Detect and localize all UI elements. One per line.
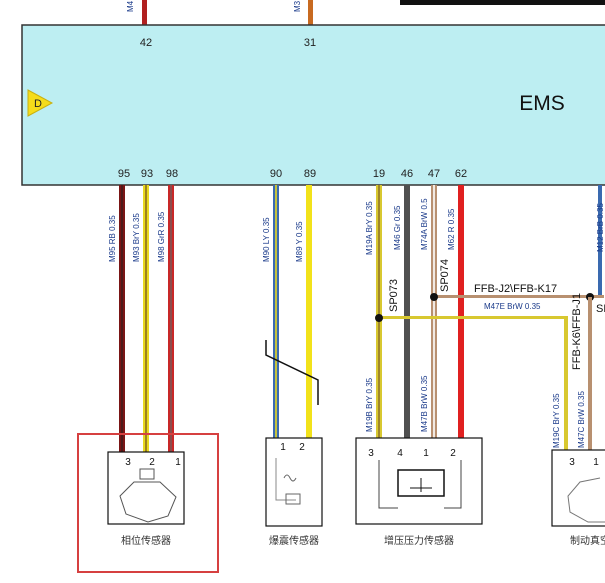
connector-brake: 3 1 制动真空	[551, 449, 605, 547]
connector-brake-pin-3: 3	[569, 457, 575, 468]
connector-boost: 3 4 1 2 增压压力传感器	[355, 437, 483, 547]
wire-label-62: M62 R 0.35	[447, 208, 456, 250]
ems-name: EMS	[519, 92, 565, 115]
wire-label-89: M89 Y 0.35	[295, 221, 304, 262]
ems-marker-label: D	[34, 98, 42, 110]
connector-phase-box	[107, 451, 185, 525]
splice-sp074-dot	[430, 293, 438, 301]
wire-89	[306, 185, 312, 455]
connector-knock: 1 2 爆震传感器	[265, 437, 323, 547]
connector-phase-pin-3: 3	[125, 457, 131, 468]
ems-marker-triangle	[27, 89, 54, 117]
highlight-box	[77, 433, 219, 573]
brake-sensor-body	[567, 477, 605, 523]
connector-phase: 3 2 1 相位传感器	[107, 451, 185, 547]
splice-sp206-label: SP206	[596, 303, 605, 315]
connector-phase-pin-2: 2	[149, 457, 155, 468]
wire-46	[404, 185, 410, 455]
wire-label-95: M95 RB 0.35	[108, 215, 117, 262]
wire-93-stripe	[145, 185, 147, 455]
phase-sensor-element	[139, 468, 155, 480]
bus-m19	[379, 316, 566, 319]
ems-pin-62: 62	[455, 168, 467, 180]
ems-pin-47: 47	[428, 168, 440, 180]
phase-sensor-body	[119, 481, 177, 523]
wire-label-90: M90 LY 0.35	[262, 217, 271, 262]
side-vertical-label: FFB-K6\FFB-J1	[571, 293, 583, 370]
knock-shield-line	[265, 340, 319, 405]
knock-element-icon	[285, 493, 301, 505]
splice-sp073-label: SP073	[388, 279, 400, 312]
wire-m47c	[588, 297, 592, 456]
connector-knock-caption: 爆震传感器	[269, 534, 319, 547]
ems-pin-42: 42	[140, 37, 152, 49]
ems-block	[21, 24, 605, 186]
wire-98-stripe	[170, 185, 172, 455]
connector-boost-caption: 增压压力传感器	[384, 534, 454, 547]
wire-47-stripe	[433, 185, 435, 455]
wire-label-93: M93 BrY 0.35	[132, 213, 141, 262]
connector-boost-pin-3: 3	[368, 448, 374, 459]
wire-label-m19c: M19C BrY 0.35	[552, 393, 561, 448]
wire-95-stripe	[121, 185, 123, 455]
connector-phase-pin-1: 1	[175, 457, 181, 468]
connector-brake-box	[551, 449, 605, 527]
boost-lead-left	[378, 460, 398, 509]
bus-m47e	[434, 295, 604, 298]
connector-knock-box	[265, 437, 323, 527]
top-wire-42	[142, 0, 147, 25]
connector-brake-caption: 制动真空	[570, 534, 605, 547]
wire-label-m47c: M47C BrW 0.35	[577, 391, 586, 448]
top-wire-31	[308, 0, 313, 25]
ems-pin-98: 98	[166, 168, 178, 180]
wire-62	[458, 185, 464, 455]
wire-label-46: M46 Gr 0.35	[393, 205, 402, 250]
knock-circuit-line	[275, 458, 296, 501]
top-wires: M4 M3	[126, 0, 605, 25]
connector-knock-pin-1: 1	[280, 442, 286, 453]
splice-sp074-label: SP074	[439, 259, 451, 292]
wire-m12	[598, 185, 602, 295]
wire-label-47: M74A BrW 0.5	[420, 198, 429, 250]
splice-sp073-dot	[375, 314, 383, 322]
wire-label-m12: M12 BrB 0.35	[596, 203, 605, 252]
wire-labels: M95 RB 0.35 M93 BrY 0.35 M98 GrR 0.35 M9…	[108, 198, 605, 262]
connector-boost-pin-2: 2	[450, 448, 456, 459]
wire-label-19: M19A BrY 0.35	[365, 201, 374, 255]
bus-wire-label: M47E BrW 0.35	[484, 302, 541, 311]
top-wire-label-42: M4	[126, 0, 135, 12]
wire-label-m19b: M19B BrY 0.35	[365, 377, 374, 432]
connector-knock-pin-2: 2	[299, 442, 305, 453]
ems-pin-95: 95	[118, 168, 130, 180]
top-wire-label-31: M3	[293, 0, 302, 12]
ems-pin-46: 46	[401, 168, 413, 180]
splices: SP074 FFB-J2\FFB-K17 M47E BrW 0.35 SP206…	[365, 259, 605, 456]
bus-top-label: FFB-J2\FFB-K17	[474, 283, 557, 295]
ems-pin-93: 93	[141, 168, 153, 180]
knock-coil-icon	[283, 474, 297, 482]
ems-pin-19: 19	[373, 168, 385, 180]
wire-m19c	[564, 316, 568, 456]
connector-phase-caption: 相位传感器	[121, 534, 171, 547]
ems-pin-90: 90	[270, 168, 282, 180]
connector-boost-pin-4: 4	[397, 448, 403, 459]
connector-brake-pin-1: 1	[593, 457, 599, 468]
ems-module: 42 31 D EMS 95 93 98 90 89 19 46 47 62	[21, 24, 605, 186]
top-black-bar	[400, 0, 605, 5]
wire-label-m47b: M47B BrW 0.35	[420, 375, 429, 432]
connector-boost-pin-1: 1	[423, 448, 429, 459]
wires	[119, 185, 602, 455]
wire-label-98: M98 GrR 0.35	[157, 211, 166, 262]
ems-pin-31: 31	[304, 37, 316, 49]
ems-pin-89: 89	[304, 168, 316, 180]
wire-90-stripe	[275, 185, 277, 455]
boost-lead-right	[444, 460, 462, 509]
